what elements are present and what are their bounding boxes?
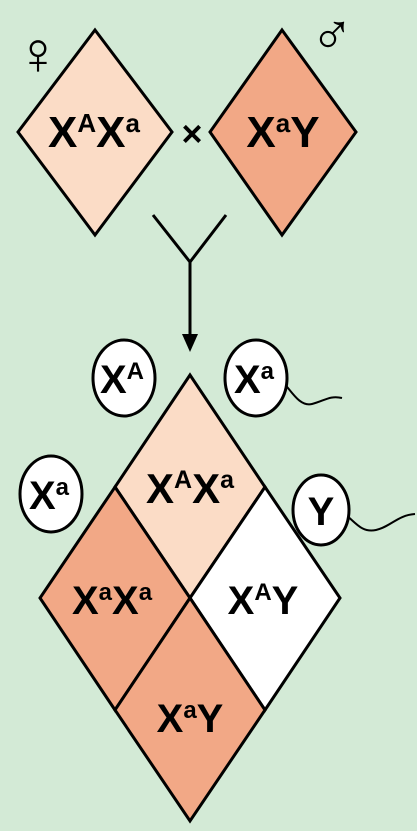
sperm-gamete-xa-circle bbox=[223, 338, 289, 418]
egg-gamete-xa-circle bbox=[18, 454, 84, 534]
father-diamond bbox=[208, 27, 358, 238]
male-symbol-icon: ♂ bbox=[310, 0, 354, 65]
sperm-tail-2 bbox=[344, 513, 416, 532]
offspring-cell-bottom bbox=[113, 595, 267, 824]
offspring-bottom-genotype: XaY bbox=[157, 697, 224, 741]
sperm-gamete-xa: Xa bbox=[234, 358, 275, 402]
merge-lines bbox=[151, 214, 228, 338]
sperm-gamete-y-circle bbox=[291, 473, 351, 547]
mother-genotype: XAXa bbox=[48, 108, 141, 157]
offspring-top-genotype: XAXa bbox=[146, 465, 235, 512]
sperm-tail-1 bbox=[282, 381, 343, 406]
egg-gamete-xA: XA bbox=[100, 358, 144, 402]
sperm-gamete-y: Y bbox=[308, 490, 335, 534]
egg-gamete-xa: Xa bbox=[29, 474, 70, 518]
mother-diamond bbox=[16, 27, 174, 238]
offspring-right-genotype: XAY bbox=[228, 579, 299, 623]
offspring-left-genotype: XaXa bbox=[72, 579, 153, 623]
egg-gamete-xA-circle bbox=[91, 338, 157, 418]
arrow-head-icon bbox=[182, 334, 198, 352]
father-genotype: XaY bbox=[246, 108, 319, 157]
cross-symbol: × bbox=[181, 113, 202, 154]
female-symbol-icon: ♀ bbox=[16, 20, 61, 87]
